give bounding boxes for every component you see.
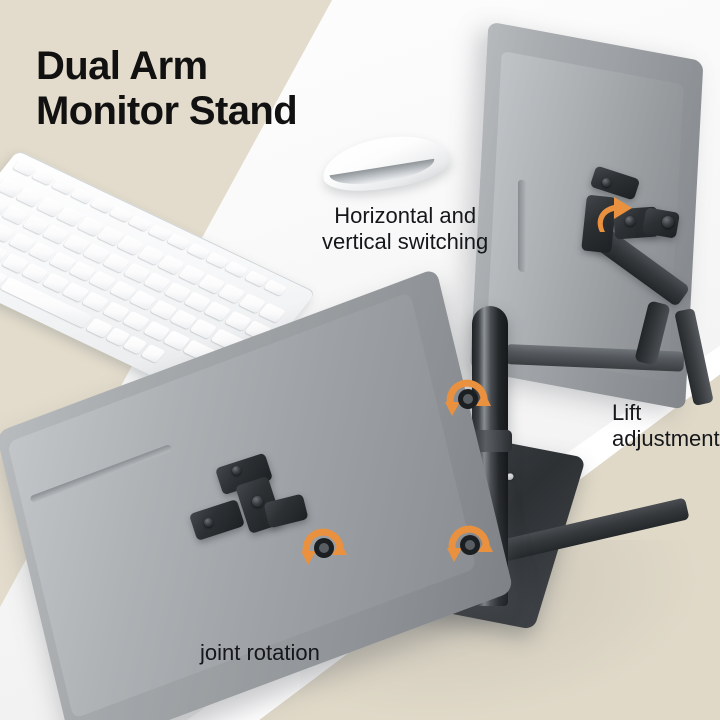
page-title: Dual Arm Monitor Stand [36, 44, 298, 134]
callout-lift-line-2: adjustment [612, 425, 720, 451]
tilt-arrow-icon [590, 192, 636, 236]
vesa-bolt [662, 216, 674, 228]
callout-switch-line-2: vertical switching [322, 228, 489, 254]
callout-lift-line-1: Lift [612, 400, 642, 425]
title-line-1: Dual Arm [36, 44, 208, 88]
callout-horizontal-vertical-switching: Horizontal and vertical switching [322, 203, 488, 255]
monitor-right-vent-groove [518, 179, 527, 273]
vesa-bolt [602, 178, 611, 187]
keyboard-row [8, 159, 288, 297]
callout-switch-line-1: Horizontal and [334, 203, 477, 228]
vesa-bolt [232, 466, 241, 475]
keyboard-row [0, 177, 287, 324]
vesa-bolt [625, 216, 635, 226]
callout-joint-rotation: joint rotation [200, 640, 320, 665]
vesa-bolt [252, 496, 263, 507]
rotation-arrow-base [442, 518, 498, 572]
callout-lift-adjustment: Lift adjustment [612, 400, 720, 452]
vesa-bolt [204, 518, 213, 527]
rotation-arrow-lift [440, 372, 496, 426]
title-line-2: Monitor Stand [36, 88, 298, 133]
rotation-arrow-joint-left [296, 521, 352, 575]
